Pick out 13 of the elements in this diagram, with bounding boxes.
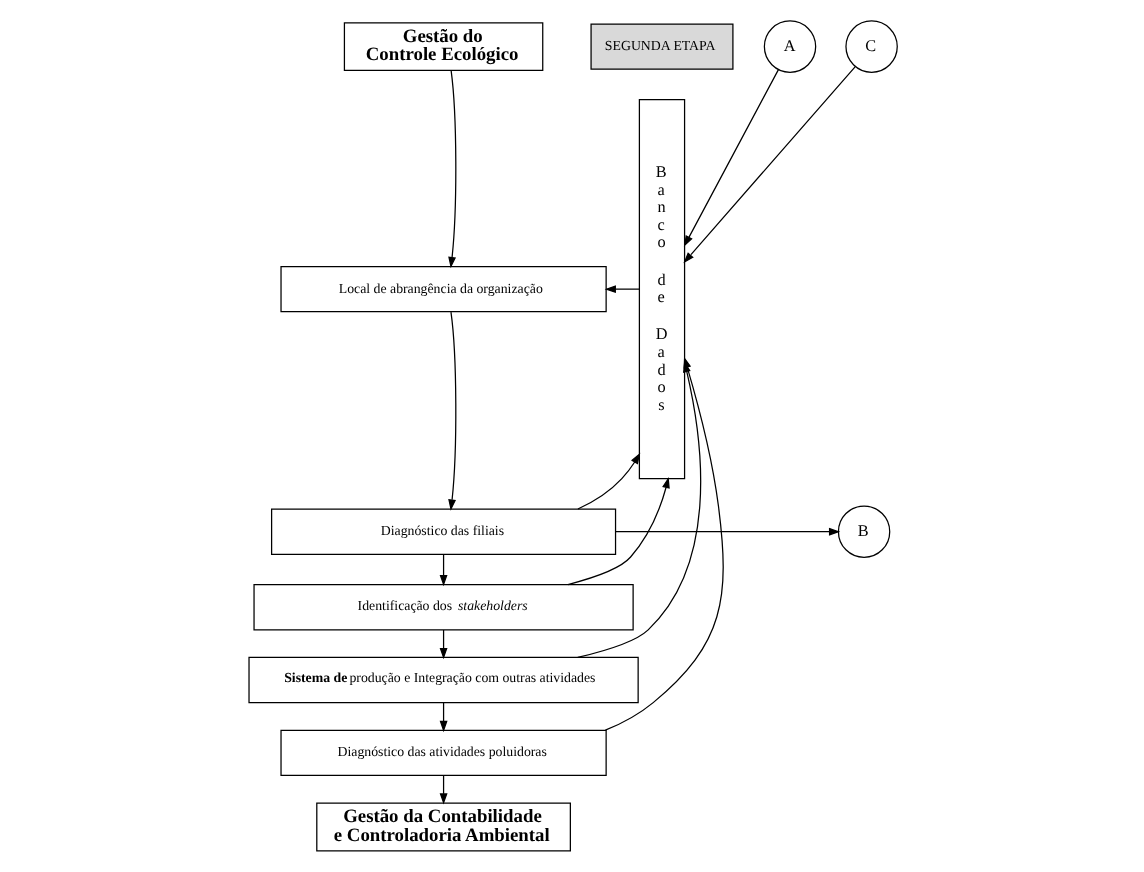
arrow <box>438 553 447 587</box>
arrow <box>438 702 447 733</box>
arrow <box>614 527 840 536</box>
node-box: Gestão do Controle Ecológico <box>342 22 543 72</box>
arrow <box>447 70 456 269</box>
arrow <box>438 629 447 660</box>
arrow <box>682 65 856 264</box>
arrow <box>447 311 456 511</box>
arrow <box>576 452 640 510</box>
arrow <box>682 68 779 247</box>
arrow <box>603 285 639 294</box>
node-box: Gestão da Contabilidade e Controladoria Ambiental <box>315 802 570 852</box>
arrow <box>438 774 447 805</box>
